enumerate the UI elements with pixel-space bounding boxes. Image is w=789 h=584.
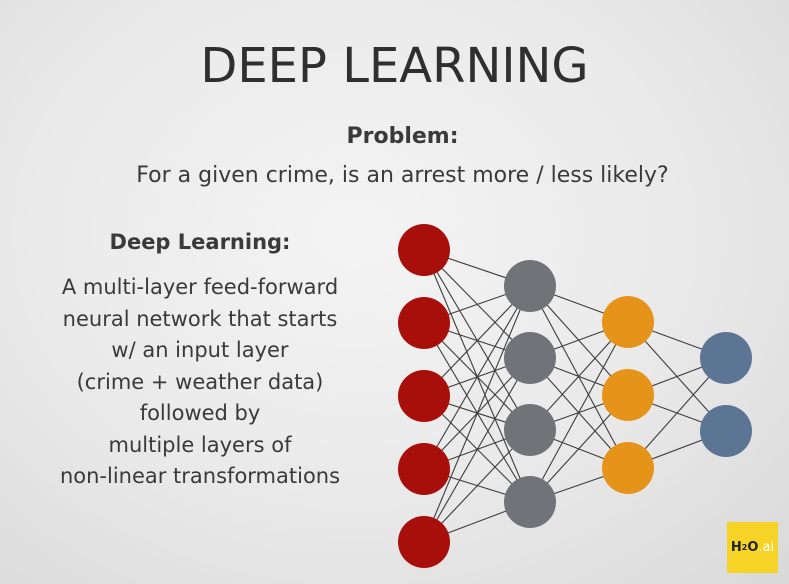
layer-1-node xyxy=(398,297,450,349)
layer-1-node xyxy=(398,224,450,276)
network-edge xyxy=(529,321,629,503)
description-line: non-linear transformations xyxy=(59,464,341,488)
layer-2-node xyxy=(504,260,556,312)
layer-3-node xyxy=(602,369,654,421)
description-line: followed by xyxy=(139,401,261,425)
network-nodes xyxy=(398,224,752,568)
network-edge xyxy=(423,285,531,543)
slide-title: DEEP LEARNING xyxy=(200,38,589,94)
layer-4-node xyxy=(700,332,752,384)
description-line: neural network that starts xyxy=(62,306,338,331)
description-line: (crime + weather data) xyxy=(76,369,324,394)
description-line: A multi-layer feed-forward xyxy=(61,275,339,299)
layer-3-node xyxy=(602,296,654,348)
network-edge xyxy=(423,285,531,470)
problem-label: Problem: xyxy=(346,124,459,149)
layer-2-node xyxy=(504,476,556,528)
layer-2-node xyxy=(504,404,556,456)
layer-1-node xyxy=(398,370,450,422)
problem-text: For a given crime, is an arrest more / l… xyxy=(136,163,669,188)
description-line: multiple layers of xyxy=(108,432,292,457)
description-line: w/ an input layer xyxy=(111,338,289,362)
deep-learning-description: A multi-layer feed-forward neural networ… xyxy=(40,272,360,493)
layer-2-node xyxy=(504,332,556,384)
layer-3-node xyxy=(602,442,654,494)
network-edges xyxy=(423,249,727,543)
network-edge xyxy=(423,357,531,543)
layer-1-node xyxy=(398,516,450,568)
layer-1-node xyxy=(398,443,450,495)
deep-learning-label: Deep Learning: xyxy=(109,230,291,254)
layer-4-node xyxy=(700,405,752,457)
